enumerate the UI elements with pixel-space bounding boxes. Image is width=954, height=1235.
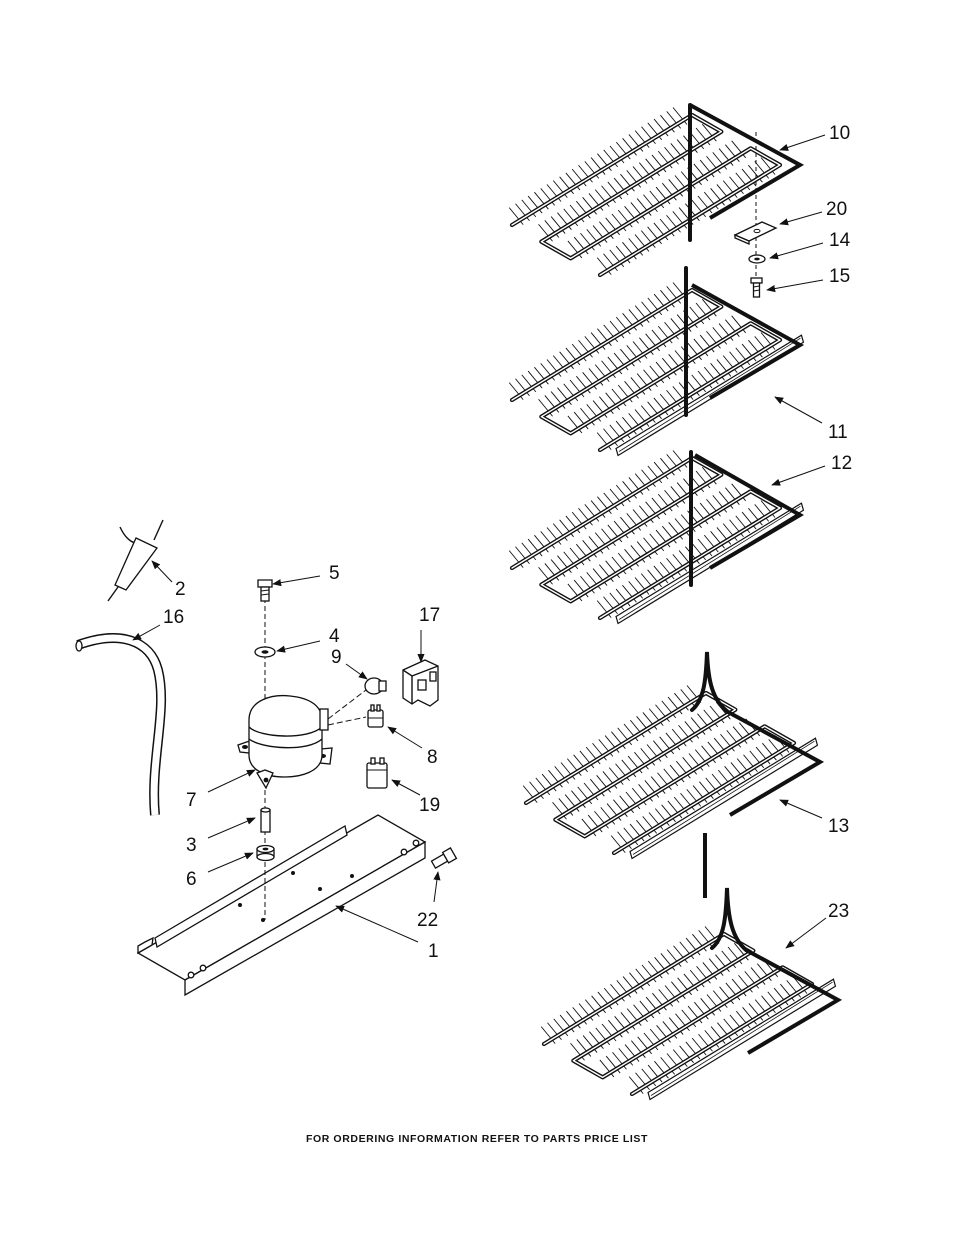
callout-7: 7 (186, 791, 197, 810)
coil-tube (544, 934, 812, 1094)
relay-cover-17 (403, 660, 438, 706)
callout-22: 22 (417, 911, 438, 930)
callout-8: 8 (427, 748, 438, 767)
filter-drier-2 (108, 520, 163, 601)
callout-9: 9 (331, 648, 342, 667)
evaporator-shelf-23 (541, 888, 838, 1100)
evaporator-shelf-12 (509, 451, 803, 624)
screw-5 (258, 580, 272, 601)
callout-20: 20 (826, 200, 847, 219)
capacitor-19 (367, 758, 387, 788)
screw-15 (751, 278, 762, 297)
mounting-hardware (735, 132, 776, 297)
callout-14: 14 (829, 231, 850, 250)
callout-1: 1 (428, 942, 439, 961)
compressor-base-plate (138, 815, 425, 995)
callout-13: 13 (828, 817, 849, 836)
compressor-7 (238, 690, 366, 788)
overload-protector-9 (365, 678, 386, 694)
coil-tube (512, 290, 780, 450)
callout-19: 19 (419, 796, 440, 815)
callout-16: 16 (163, 608, 184, 627)
callout-4: 4 (329, 627, 340, 646)
screw-22 (431, 848, 457, 870)
callout-11: 11 (828, 423, 848, 442)
callout-3: 3 (186, 836, 197, 855)
callout-5: 5 (329, 564, 340, 583)
callout-23: 23 (828, 902, 849, 921)
riser-tube (712, 888, 746, 950)
drain-tube-16 (76, 638, 161, 815)
sleeve-3 (261, 808, 270, 832)
callout-2: 2 (175, 580, 186, 599)
callout-6: 6 (186, 870, 197, 889)
callout-10: 10 (829, 124, 850, 143)
callout-17: 17 (419, 606, 440, 625)
grommet-6 (257, 846, 274, 861)
ordering-info-footer: FOR ORDERING INFORMATION REFER TO PARTS … (0, 1133, 954, 1145)
coil-tube (526, 693, 794, 853)
callout-15: 15 (829, 267, 850, 286)
coil-tube (512, 115, 780, 275)
callout-12: 12 (831, 454, 852, 473)
evaporator-shelf-13 (523, 652, 820, 859)
relay-8 (368, 705, 383, 727)
